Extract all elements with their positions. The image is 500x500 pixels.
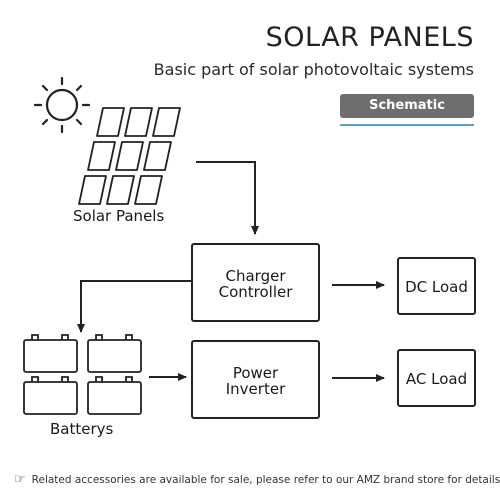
dc-load-box [397,257,476,315]
dc-load-label: DC Load [405,278,468,296]
power-inverter-box [191,340,320,419]
panel-to-charger-arrow [196,161,259,235]
charger-label-line2: Controller [218,283,293,301]
footer-note: ☞ Related accessories are available for s… [14,472,500,487]
batteries-label: Batterys [50,420,114,438]
sun-icon [33,76,91,134]
badge-underline [340,124,474,126]
ac-load-box [397,349,476,407]
power-inverter-label: Power Inverter [192,365,319,397]
inverter-label-line1: Power [232,364,279,382]
ac-load-label: AC Load [405,370,468,388]
pointing-hand-icon: ☞ [14,472,26,487]
solar-panel-icon [78,107,181,205]
page-title: SOLAR PANELS [265,22,474,53]
solar-panels-label: Solar Panels [73,207,165,225]
battery-icon [23,334,142,415]
charger-label-line1: Charger [225,267,286,285]
inverter-label-line2: Inverter [225,380,286,398]
charger-controller-box [191,243,320,322]
charger-to-battery-arrow [77,280,192,333]
charger-controller-label: Charger Controller [192,268,319,300]
footer-text: Related accessories are available for sa… [31,474,500,486]
page-subtitle: Basic part of solar photovoltaic systems [153,60,474,79]
